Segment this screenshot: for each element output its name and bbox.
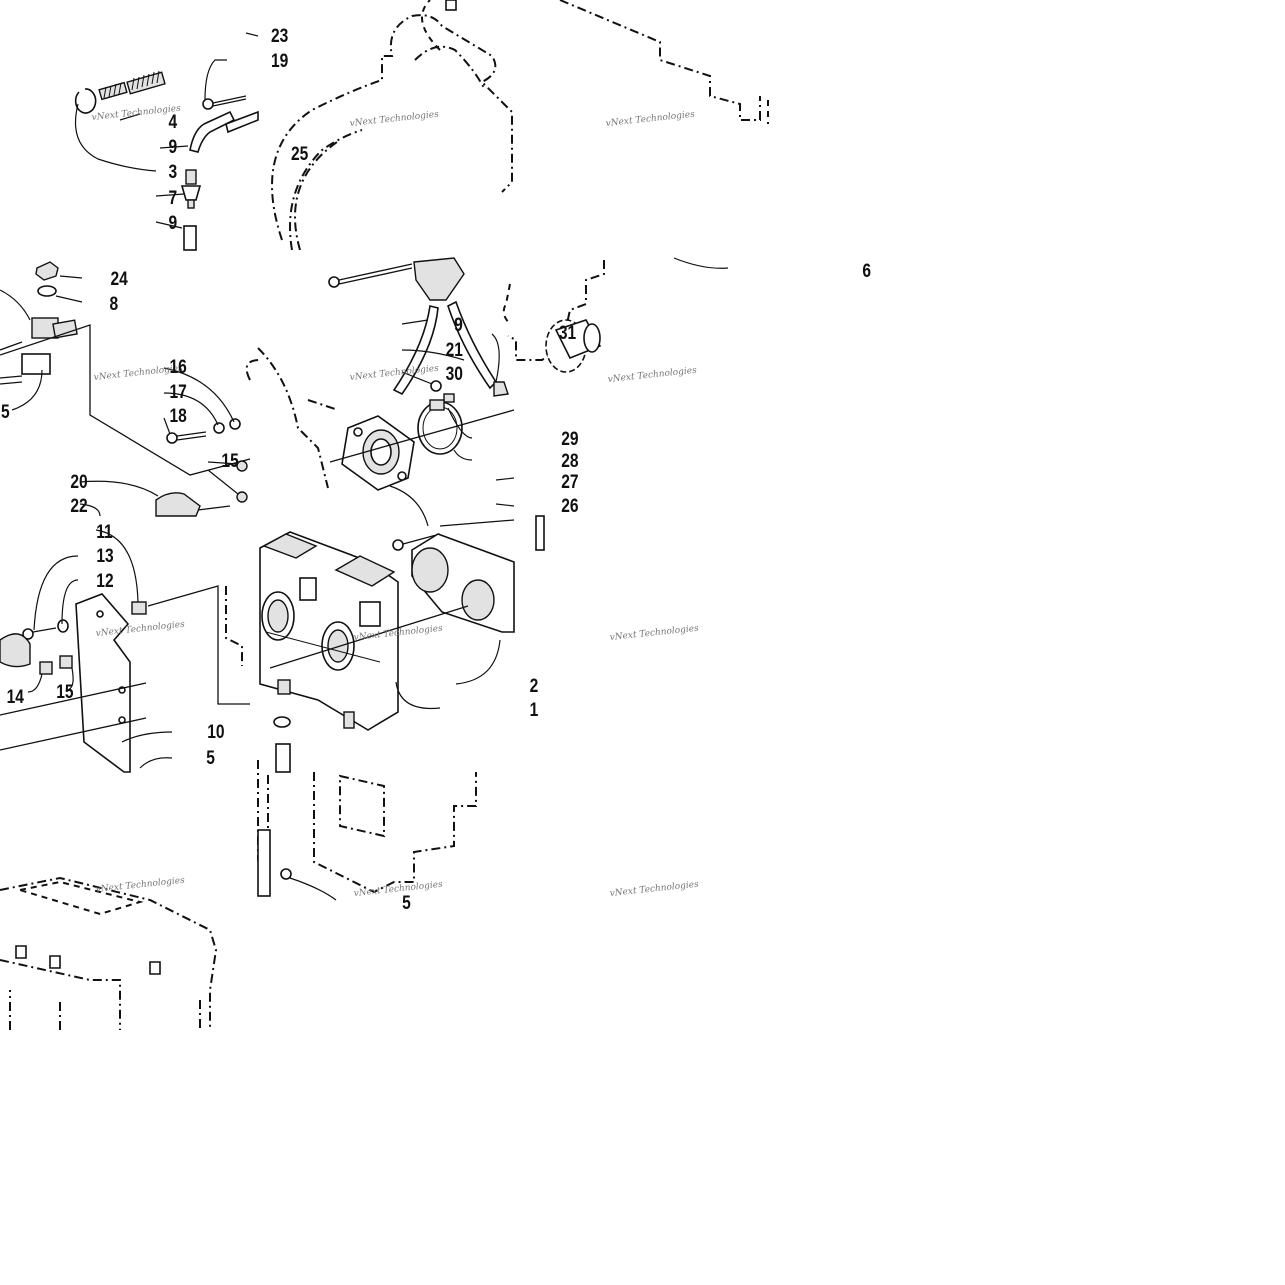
callout-9: 9 xyxy=(169,212,178,234)
fitting-31 xyxy=(493,381,509,397)
callout-11: 11 xyxy=(96,521,113,543)
intake-boot-2 xyxy=(411,519,515,633)
part-14-body xyxy=(0,633,31,668)
part-20 xyxy=(155,492,201,517)
callout-19: 19 xyxy=(271,50,289,72)
bolt-19 xyxy=(202,95,247,110)
callout-27: 27 xyxy=(561,471,578,493)
callout-10: 10 xyxy=(207,721,224,743)
callout-3: 3 xyxy=(169,161,178,183)
tile-middle-middle xyxy=(257,257,515,551)
callout-31: 31 xyxy=(559,322,577,344)
screw-30 xyxy=(430,380,455,403)
upper-housing xyxy=(413,257,465,301)
hose-25 xyxy=(225,110,259,134)
callout-17: 17 xyxy=(169,381,186,403)
carburetor-assembly xyxy=(259,531,399,731)
callout-30: 30 xyxy=(446,363,463,385)
callout-12: 12 xyxy=(96,570,113,592)
callout-9: 9 xyxy=(454,314,463,336)
hose-clamp xyxy=(273,716,291,728)
fitting-7 xyxy=(180,169,202,209)
spring-part xyxy=(98,70,166,101)
callout-24: 24 xyxy=(110,268,128,290)
callout-4: 4 xyxy=(169,111,178,133)
watermark: vNext Technologies xyxy=(95,876,185,895)
hose-9-top xyxy=(189,110,236,153)
watermark: vNext Technologies xyxy=(349,364,439,383)
callout-9: 9 xyxy=(169,136,178,158)
nut-15b xyxy=(236,491,248,503)
callout-15: 15 xyxy=(56,681,74,703)
callout-22: 22 xyxy=(70,495,87,517)
watermark: vNext Technologies xyxy=(607,366,697,385)
hose-9-mid xyxy=(392,305,439,396)
pin xyxy=(535,515,545,551)
spacer-14 xyxy=(39,661,53,675)
tile-bottom-left xyxy=(0,876,218,1030)
bolt-18 xyxy=(166,431,207,444)
watermark: vNext Technologies xyxy=(353,880,443,899)
callout-1: 1 xyxy=(530,699,539,721)
bracket-lower xyxy=(257,829,271,897)
watermark: vNext Technologies xyxy=(609,624,699,643)
callouts: 23 19 4 25 9 3 7 9 24 8 5 16 17 18 15 20… xyxy=(1,25,871,914)
callout-7: 7 xyxy=(169,187,178,209)
tile-middle-left xyxy=(0,261,261,517)
callout-2: 2 xyxy=(530,675,539,697)
nut-15 xyxy=(59,655,73,669)
watermark: vNext Technologies xyxy=(349,110,439,129)
callout-25: 25 xyxy=(291,143,309,165)
tile-middle-right xyxy=(507,257,729,551)
washer-8 xyxy=(37,285,57,297)
callout-28: 28 xyxy=(561,450,579,472)
callout-5: 5 xyxy=(402,892,411,914)
callout-21: 21 xyxy=(446,339,464,361)
watermark: vNext Technologies xyxy=(609,880,699,899)
bolt-top xyxy=(328,263,413,288)
air-box xyxy=(0,876,218,1030)
nut-24 xyxy=(35,261,59,281)
callout-13: 13 xyxy=(96,545,114,567)
nut-15a xyxy=(236,460,248,472)
callout-16: 16 xyxy=(169,356,187,378)
callout-26: 26 xyxy=(561,495,579,517)
snap-ring xyxy=(74,88,97,114)
tile-lower-middle xyxy=(225,519,515,881)
washer-16 xyxy=(229,418,241,430)
callout-6: 6 xyxy=(862,260,871,282)
callout-8: 8 xyxy=(110,293,119,315)
bolt-13 xyxy=(22,619,69,640)
tile-lower-left xyxy=(0,529,250,773)
screw-5 xyxy=(280,868,292,880)
watermark: vNext Technologies xyxy=(605,110,695,129)
washer-17 xyxy=(213,422,225,434)
callout-23: 23 xyxy=(271,25,289,47)
callout-20: 20 xyxy=(70,471,87,493)
tile-bottom-middle xyxy=(257,772,477,901)
mounting-plate xyxy=(75,593,131,773)
tile-top-left xyxy=(74,32,259,251)
callout-5: 5 xyxy=(1,401,10,423)
callout-5: 5 xyxy=(206,747,215,769)
callout-18: 18 xyxy=(169,405,187,427)
callout-14: 14 xyxy=(7,686,25,708)
tile-top-right xyxy=(559,0,769,124)
hose-9-lower xyxy=(183,225,197,251)
bracket xyxy=(0,317,78,385)
callout-15: 15 xyxy=(221,450,239,472)
tube-6 xyxy=(545,319,602,373)
hose-lower xyxy=(275,743,291,773)
clamp-screw-29 xyxy=(429,399,445,411)
tile-top-middle xyxy=(271,0,513,251)
callout-29: 29 xyxy=(561,428,579,450)
spacer-11 xyxy=(131,601,147,615)
